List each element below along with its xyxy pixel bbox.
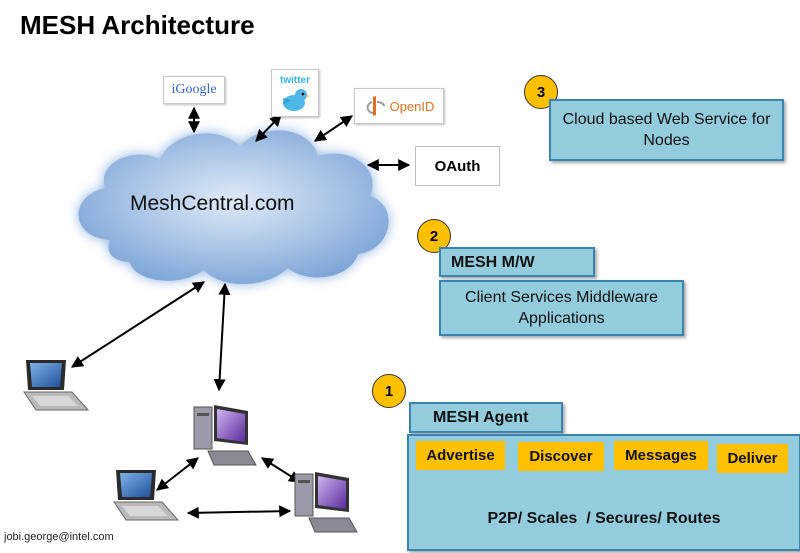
cloud-label: MeshCentral.com <box>130 192 295 215</box>
agent-tab: MESH Agent <box>409 402 563 433</box>
author-credit: jobi.george@intel.com <box>4 531 114 543</box>
oauth-box: OAuth <box>415 146 500 186</box>
agent-tab-label: MESH Agent <box>433 409 529 426</box>
middleware-body-label: Client Services Middleware Applications <box>465 289 658 327</box>
feature-advertise: Advertise <box>416 441 505 470</box>
twitter-bird-icon <box>283 88 310 111</box>
igoogle-label: iGoogle <box>171 82 217 97</box>
middleware-tab-label: MESH M/W <box>451 253 535 271</box>
laptop-icon <box>23 360 90 411</box>
feature-deliver: Deliver <box>717 444 788 473</box>
page-title: MESH Architecture <box>20 10 255 40</box>
laptop-icon <box>113 470 180 521</box>
desktop-computer-icon <box>193 405 257 466</box>
step-badge-1: 1 <box>372 374 406 408</box>
igoogle-logo: iGoogle <box>163 76 225 104</box>
openid-logo: OpenID <box>354 88 444 124</box>
agent-description: P2P/ Scales / Secures/ Routes <box>487 510 721 527</box>
cloud-service-label: Cloud based Web Service for Nodes <box>562 111 771 149</box>
cloud-service-box: Cloud based Web Service for Nodes <box>549 99 784 161</box>
cloud-shape <box>78 130 389 285</box>
openid-label: OpenID <box>389 98 435 114</box>
agent-box: Advertise Discover Messages Deliver P2P/… <box>407 434 800 551</box>
feature-discover: Discover <box>518 442 604 471</box>
twitter-label: twitter <box>280 74 310 86</box>
middleware-box: Client Services Middleware Applications <box>439 280 684 336</box>
twitter-logo: twitter <box>271 69 319 117</box>
openid-logo-icon <box>366 96 385 116</box>
feature-messages: Messages <box>614 441 708 470</box>
middleware-tab: MESH M/W <box>439 247 595 277</box>
desktop-computer-icon <box>294 472 358 533</box>
